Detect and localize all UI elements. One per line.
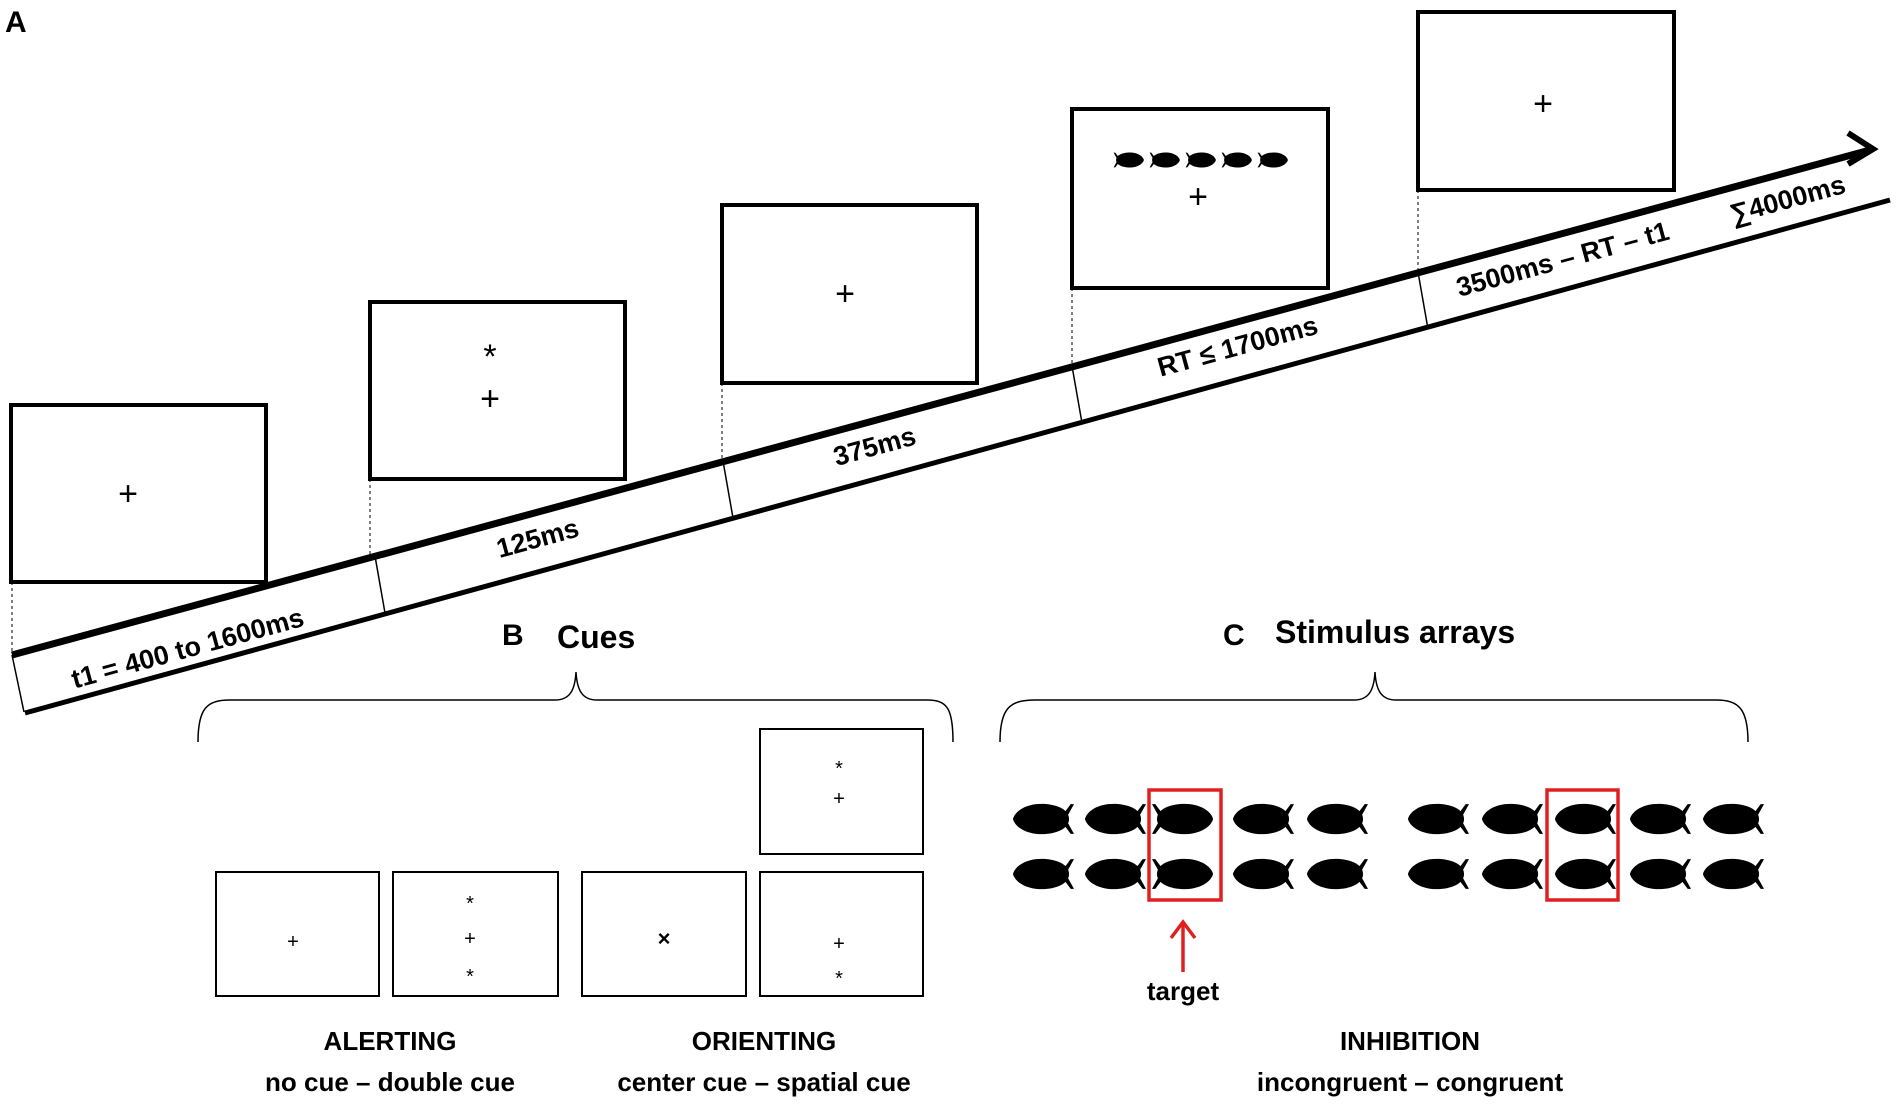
fixation-cross: + [287,931,299,953]
panel-b-title: Cues [557,619,635,655]
frame-target: + [1070,107,1330,290]
cue-asterisk: * [466,966,474,988]
inhibition-subtitle: incongruent – congruent [1257,1067,1564,1097]
cue-box-spatial-cue-lower: + * [759,871,924,997]
panel-b-bracket [197,671,954,743]
center-cue-mark: × [658,926,671,951]
panel-b-label: B [502,619,524,652]
target-arrow-icon [1169,919,1197,972]
incongruent-target-highlight [1147,788,1223,902]
duration-total: ∑4000ms [1727,169,1849,229]
alerting-title: ALERTING [324,1026,457,1056]
fixation-cross: + [1188,178,1208,216]
timeline-divider [1417,271,1429,330]
frame-fixation-3: + [1416,10,1676,192]
frame-cue: * + [368,300,627,481]
congruent-array [1407,803,1764,890]
panel-a-label: A [5,6,27,39]
panel-c-bracket [999,671,1749,743]
orienting-title: ORIENTING [692,1026,836,1056]
fixation-cross: + [833,933,845,955]
orienting-subtitle: center cue – spatial cue [617,1067,910,1097]
timeline-top-edge [11,146,1871,659]
timeline-divider [1071,365,1083,424]
timeline-arrowhead-icon [1846,130,1879,167]
frame-fixation-1: + [9,403,268,584]
cue-asterisk: * [835,758,843,780]
fixation-cross: + [835,275,855,313]
cue-asterisk: * [483,338,496,376]
frame-drop-lines [11,190,1419,652]
cue-box-spatial-cue-upper: * + [759,728,924,855]
timeline-divider [722,460,734,519]
target-label: target [1147,976,1220,1006]
duration-t1: t1 = 400 to 1600ms [68,602,307,694]
cue-box-double-cue: * + * [392,871,559,997]
alerting-subtitle: no cue – double cue [265,1067,515,1097]
timeline-divider [11,654,25,713]
fixation-cross: + [1533,85,1553,123]
cue-asterisk: * [835,968,843,990]
cue-asterisk: * [466,893,474,915]
fixation-cross: + [118,475,138,513]
inhibition-title: INHIBITION [1340,1026,1480,1056]
fixation-cross: + [833,788,845,810]
timeline-divider [374,555,386,614]
cue-box-no-cue: + [215,871,380,997]
congruent-target-highlight [1545,788,1620,902]
cue-box-center-cue: × [581,871,747,997]
incongruent-array [1012,803,1368,890]
panel-c-label: C [1223,619,1245,652]
frame-fixation-2: + [720,203,979,385]
timeline-band [11,130,1891,716]
panel-c-title: Stimulus arrays [1275,614,1515,650]
timeline-bottom-edge [24,197,1891,716]
fixation-cross: + [464,928,476,950]
fixation-cross: + [480,380,500,418]
